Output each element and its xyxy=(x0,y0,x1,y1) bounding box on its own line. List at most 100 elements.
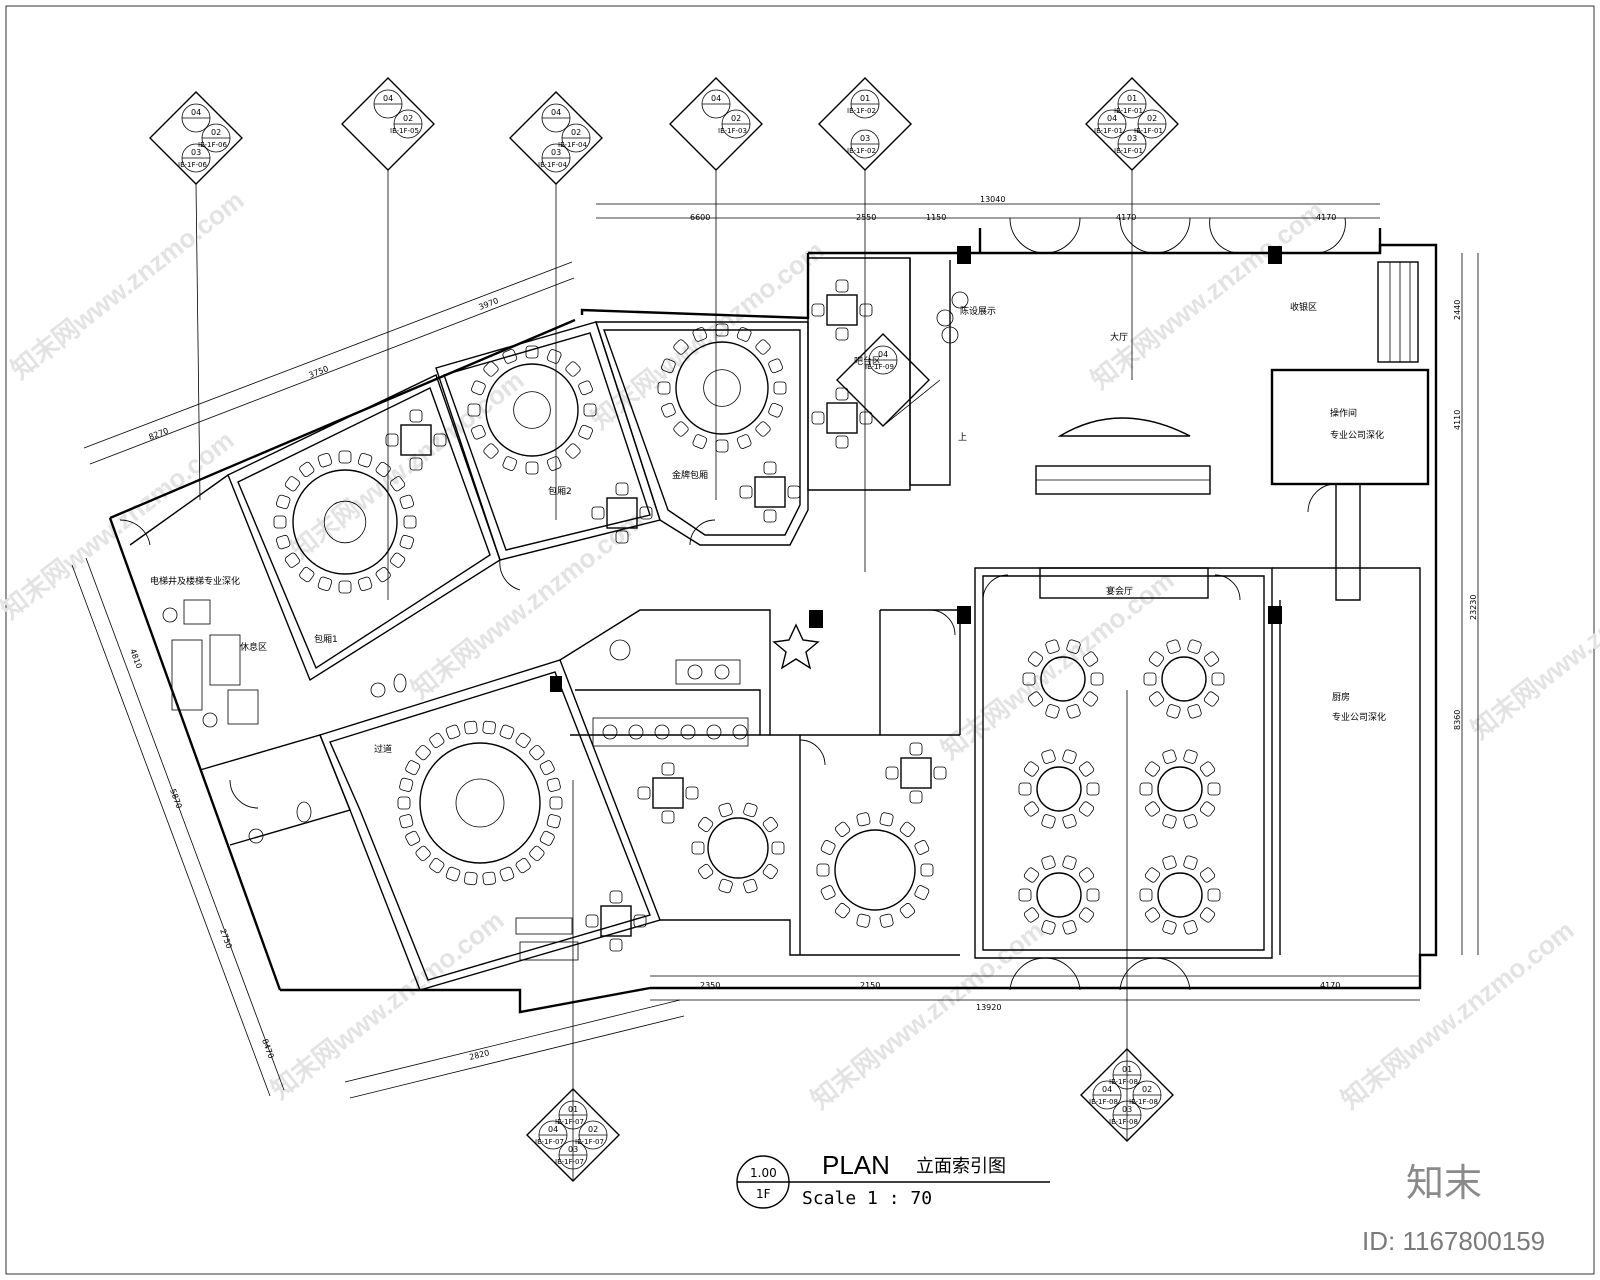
chair xyxy=(591,506,605,520)
chair xyxy=(909,790,923,804)
marker-number: 04 xyxy=(1102,1085,1112,1094)
chair xyxy=(736,434,752,449)
dim-right-a: 2440 xyxy=(1453,300,1462,320)
chair xyxy=(578,424,593,440)
kitchen-equipment xyxy=(515,659,749,961)
chair xyxy=(637,786,651,800)
chair xyxy=(429,732,445,749)
marker-code: IE-1F-01 xyxy=(1094,127,1123,135)
chair xyxy=(1139,888,1153,902)
chair xyxy=(1144,801,1161,817)
chair xyxy=(698,816,714,833)
chair xyxy=(565,361,581,377)
round-table xyxy=(1022,639,1104,719)
chair xyxy=(787,485,801,499)
dim-top-c: 1150 xyxy=(926,213,946,222)
marker-code: IE-1F-07 xyxy=(535,1138,564,1146)
chair xyxy=(1187,639,1202,654)
chair xyxy=(1045,704,1060,719)
dim-bottom-total: 13920 xyxy=(976,1003,1001,1012)
marker-number: 03 xyxy=(1122,1105,1132,1114)
chair xyxy=(1045,639,1060,654)
chair xyxy=(1207,782,1221,796)
chair xyxy=(433,433,447,447)
chair xyxy=(1078,761,1095,777)
chair xyxy=(529,744,545,761)
square-table xyxy=(885,742,947,804)
marker-number: 01 xyxy=(568,1105,578,1114)
chair xyxy=(445,866,461,882)
chair xyxy=(856,812,871,827)
watermark-text: 知末网www.znzmo.com xyxy=(1335,915,1579,1115)
chair xyxy=(284,552,301,568)
round-table xyxy=(1139,749,1221,829)
lounge-furniture xyxy=(162,599,407,844)
chair xyxy=(1078,801,1095,817)
chair xyxy=(835,435,849,449)
chair xyxy=(1023,867,1040,883)
chair xyxy=(1041,749,1056,764)
marker-code: IE-1F-09 xyxy=(865,363,894,371)
marker-number: 03 xyxy=(1127,134,1137,143)
chair xyxy=(1023,801,1040,817)
dim-left-b: 5870 xyxy=(168,788,183,810)
chair xyxy=(859,303,873,317)
chair xyxy=(899,821,916,837)
chair xyxy=(546,777,561,792)
marker-number: 02 xyxy=(731,114,741,123)
chair xyxy=(1143,672,1157,686)
outer-walls xyxy=(108,228,1438,1014)
chair xyxy=(1199,761,1216,777)
marker-code: IE-1F-03 xyxy=(718,127,747,135)
chair xyxy=(389,476,406,492)
chair xyxy=(609,890,623,904)
chair xyxy=(399,814,414,829)
chair xyxy=(879,812,894,827)
chair xyxy=(1023,761,1040,777)
chair xyxy=(755,421,771,437)
chair xyxy=(1162,814,1177,829)
marker-number: 02 xyxy=(1147,114,1157,123)
marker-code: IE-1F-01 xyxy=(1134,127,1163,135)
label-kitchen: 厨房 xyxy=(1332,691,1350,703)
chair xyxy=(357,453,373,468)
marker-number: 02 xyxy=(588,1125,598,1134)
chair xyxy=(1199,801,1216,817)
chair xyxy=(914,885,930,900)
chair xyxy=(835,279,849,293)
chair xyxy=(399,494,414,510)
chair xyxy=(1148,691,1165,707)
chair xyxy=(661,358,676,374)
chair xyxy=(820,885,836,900)
chair xyxy=(546,349,562,364)
chair xyxy=(467,403,481,417)
chair xyxy=(385,433,399,447)
dim-top-d: 4170 xyxy=(1116,213,1136,222)
label-operation-note: 专业公司深化 xyxy=(1330,429,1384,441)
chair xyxy=(834,821,851,837)
dim-diag-c: 3970 xyxy=(477,296,499,312)
chair xyxy=(578,380,593,396)
watermark-text: 知末网www.znzmo.com xyxy=(805,915,1049,1115)
dim-bottom-c: 4170 xyxy=(1320,981,1340,990)
chair xyxy=(811,411,825,425)
round-table xyxy=(397,720,563,886)
chair xyxy=(715,439,729,453)
chair xyxy=(1027,651,1044,667)
chair xyxy=(1162,920,1177,935)
label-private-2: 包厢2 xyxy=(548,485,572,497)
label-cashier: 收银区 xyxy=(1290,301,1317,313)
chair xyxy=(338,580,352,594)
chair xyxy=(615,482,629,496)
dim-top-e: 4170 xyxy=(1316,213,1336,222)
marker-number: 02 xyxy=(403,114,413,123)
marker-code: IE-1F-05 xyxy=(390,127,419,135)
chair xyxy=(1090,672,1104,686)
marker-number: 01 xyxy=(860,94,870,103)
chair xyxy=(429,857,445,874)
square-table xyxy=(739,461,801,523)
